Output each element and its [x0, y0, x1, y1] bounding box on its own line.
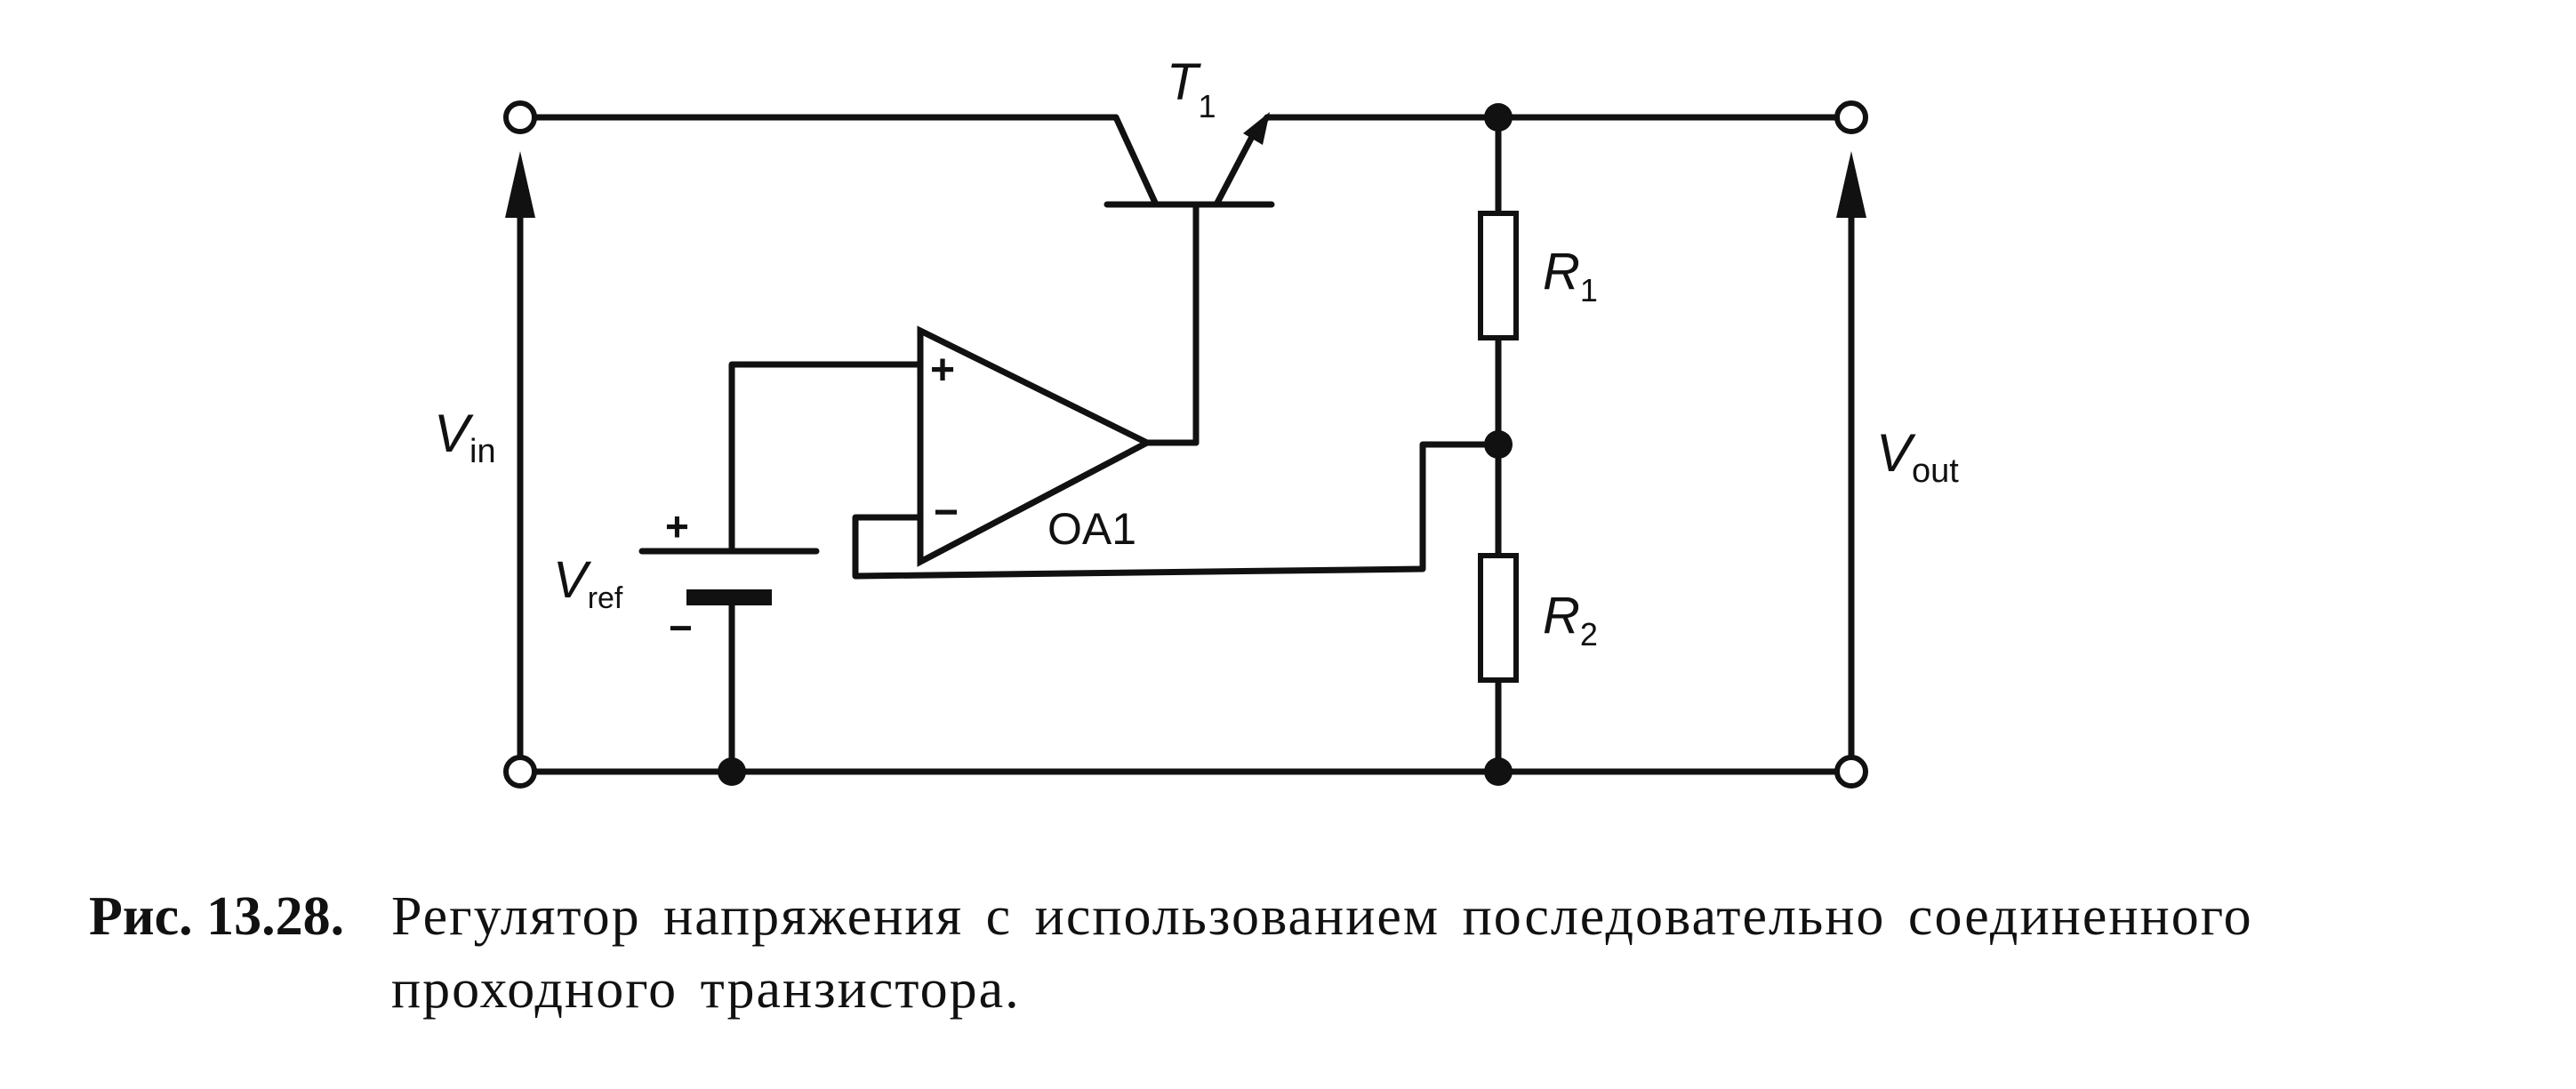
junction-dot-bottom-left	[718, 757, 746, 786]
opamp-minus-sign: −	[934, 489, 959, 536]
terminal-vout-top	[1834, 100, 1868, 134]
label-t1: T1	[1167, 53, 1216, 124]
transistor-t1	[1103, 112, 1275, 446]
label-r2: R2	[1543, 587, 1598, 653]
junction-dot-mid	[1484, 430, 1513, 459]
circuit-schematic: T1 OA1 + − R1 R2 Vin Vout Vref + −	[434, 53, 1959, 789]
resistor-r2	[1478, 553, 1519, 683]
junction-dot-bottom-right	[1484, 757, 1513, 786]
caption-text: Регулятор напряжения с использованием по…	[391, 886, 2253, 1020]
battery-plus-sign: +	[665, 503, 689, 549]
resistor-r1	[1478, 211, 1519, 340]
label-vin: Vin	[434, 404, 496, 470]
terminal-vin-bottom	[503, 755, 537, 789]
opamp-oa1	[728, 325, 1502, 580]
figure-caption: Рис. 13.28. Регулятор напряжения с исполь…	[89, 880, 2552, 1026]
junction-dot-top	[1484, 103, 1513, 132]
vout-arrow	[1836, 151, 1866, 759]
terminal-vin-top	[503, 100, 537, 134]
battery-vref	[638, 548, 820, 775]
label-r1: R1	[1543, 243, 1598, 308]
label-vout: Vout	[1876, 423, 1959, 490]
battery-minus-sign: −	[669, 605, 693, 651]
caption-number: Рис. 13.28.	[89, 886, 345, 947]
label-oa1: OA1	[1047, 504, 1136, 554]
terminal-vout-bottom	[1834, 755, 1868, 789]
label-vref: Vref	[553, 551, 623, 615]
vin-arrow	[505, 151, 535, 759]
opamp-plus-sign: +	[930, 347, 955, 394]
